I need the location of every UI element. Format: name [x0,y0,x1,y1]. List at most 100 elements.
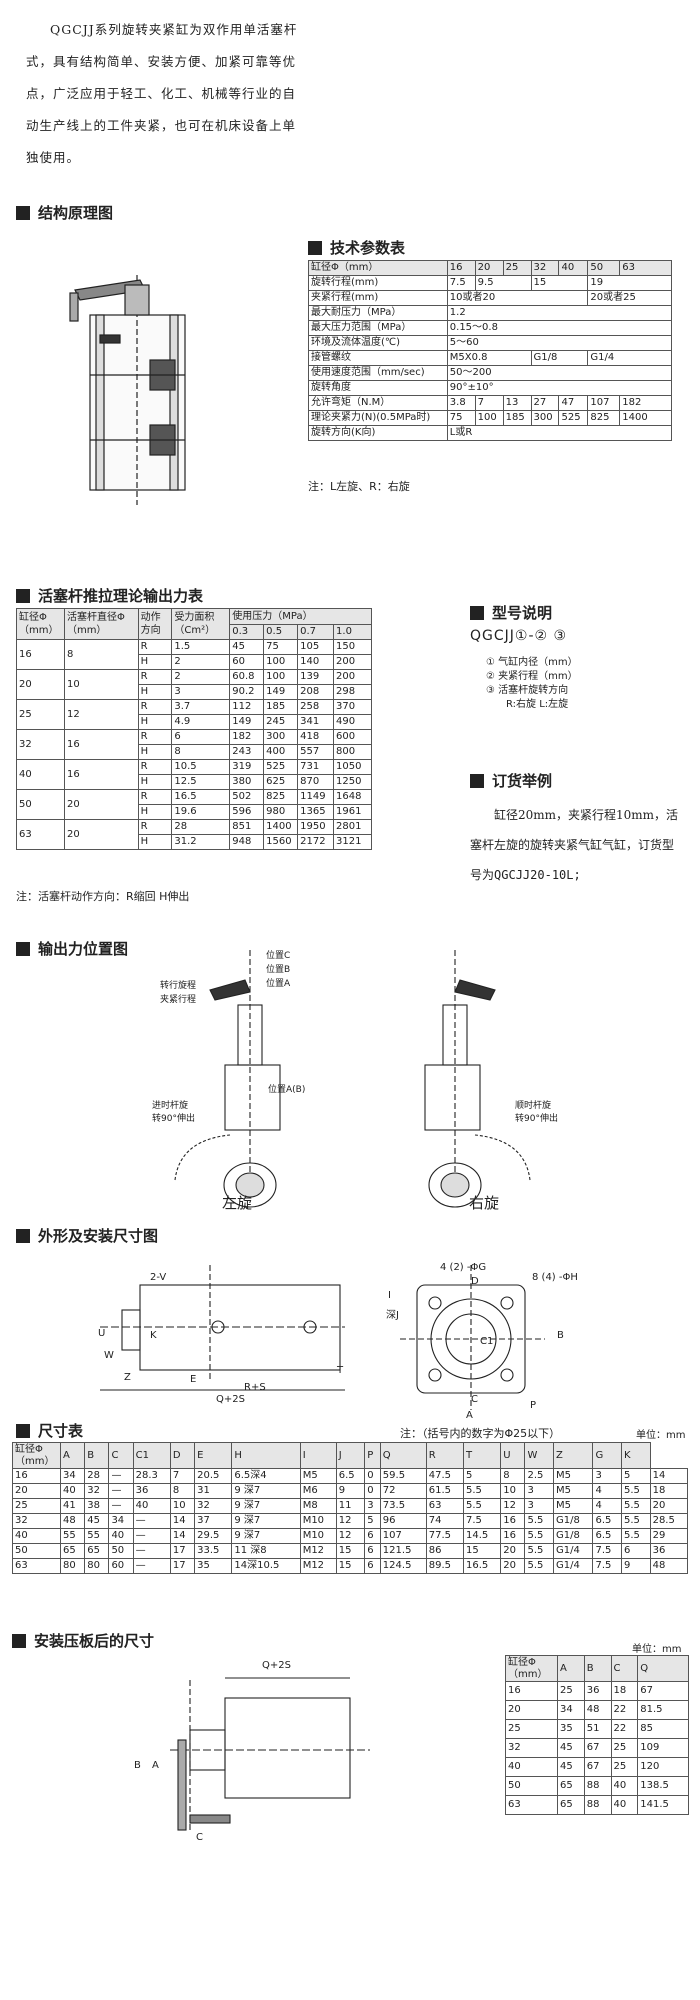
table-row: 旋转方向(K向)L或R [308,425,673,441]
pos-label: 转行旋程 [160,981,197,991]
model-item: ③ 活塞杆旋转方向 [486,685,569,696]
cell: 5～60 [446,335,673,351]
header-cell: C [610,1655,639,1682]
cell: 25 [610,1738,639,1758]
cell: 5.5 [621,1498,651,1514]
cell: 29 [649,1528,689,1544]
section-title: 型号说明 [492,604,553,622]
cell: 48 [583,1700,612,1720]
cell: 5.5 [524,1543,555,1559]
position-drawing-left [174,950,281,1208]
cell: 34 [59,1468,86,1484]
dims-side-view [100,1265,345,1391]
cell: 7.5 [463,1513,502,1529]
dim-label: 深J [386,1310,399,1321]
dim-label: C1 [480,1336,494,1347]
cell: 825 [587,410,621,426]
cell: 3.7 [171,699,231,715]
cell: M6 [299,1483,337,1499]
cell: 1.2 [446,305,673,321]
cell: 100 [474,410,504,426]
cell: 1400 [263,819,299,835]
cell: 380 [229,774,265,790]
cell: 557 [297,744,335,760]
cell: 870 [297,774,335,790]
cell: 11 [335,1498,366,1514]
cell: 18 [649,1483,689,1499]
cell: 77.5 [425,1528,465,1544]
cell: 112 [229,699,265,715]
dim-label: Q+2S [216,1394,245,1405]
cell: 9 [335,1483,366,1499]
cell: 20或者25 [587,290,672,306]
cell: 最大压力范围（MPa） [308,320,448,336]
header-cell: I [299,1442,337,1469]
cell: 525 [263,759,299,775]
cell: 50 [108,1543,134,1559]
cell: 139 [297,669,335,685]
header-cell: G [592,1442,623,1469]
cell: 120 [637,1757,689,1777]
cell: 25 [502,260,532,276]
cell: 5.5 [524,1528,555,1544]
cell: 800 [333,744,372,760]
section-order: 订货举例 [470,770,552,791]
right-rotate-label: 右旋 [469,1194,500,1212]
model-item: ① 气缸内径（mm） [486,657,578,668]
dim-label: A [152,1760,159,1771]
cell: 48 [59,1513,86,1529]
cell: 88 [583,1795,612,1815]
cell: 28 [171,819,231,835]
cell: 32 [530,260,560,276]
cell: 8 [169,1483,196,1499]
cell: 16 [63,729,139,760]
bullet-square [16,205,30,220]
cell: M8 [299,1498,337,1514]
left-rotate-label: 左旋 [222,1194,253,1212]
cell: 80 [84,1558,110,1574]
cell: 5.5 [524,1558,555,1574]
header-cell: D [169,1442,196,1469]
cell: 0.3 [229,624,265,640]
pos-label: 位置A(B) [268,1085,306,1095]
cell: 45 [229,639,265,655]
cell: 1648 [333,789,372,805]
tech-table: 缸径Φ（mm） 16 20 25 32 40 50 63 旋转行程(mm) 7.… [308,260,673,441]
cell: 18 [610,1681,639,1701]
unit-label: 单位：mm [636,1430,686,1441]
cell: 45 [557,1738,585,1758]
cell: 1950 [297,819,335,835]
cell: 2801 [333,819,372,835]
force-table-body: 缸径Φ（mm） 活塞杆直径Φ（mm） 动作方向 受力面积（Cm²） 使用压力（M… [16,608,372,850]
cell: 63 [505,1795,558,1815]
cell: H [137,714,173,730]
cell: 6 [171,729,231,745]
bullet-square [16,1228,30,1243]
cell: 16 [446,260,476,276]
cell: 16 [16,639,65,670]
cell: 298 [333,684,372,700]
dim-label: B [134,1760,141,1771]
cell: 20 [63,819,139,850]
cell: 88 [583,1776,612,1796]
table-row: 旋转行程(mm) 7.5 9.5 15 19 [308,275,672,291]
section-title: 技术参数表 [330,239,406,257]
cell: 51 [583,1719,612,1739]
order-desc: 缸径20mm，夹紧行程10mm，活塞杆左旋的旋转夹紧气缸气缸，订货型号为 [470,808,679,882]
cell: R [137,699,173,715]
cell: 9 深7 [231,1483,301,1499]
cell: 2 [171,669,231,685]
header-cell: C1 [132,1442,171,1469]
cell: 50 [16,789,65,820]
cell: 14 [169,1528,196,1544]
cell: 8 [500,1468,526,1484]
cell: 15 [530,275,589,291]
header-cell: B [583,1655,612,1682]
